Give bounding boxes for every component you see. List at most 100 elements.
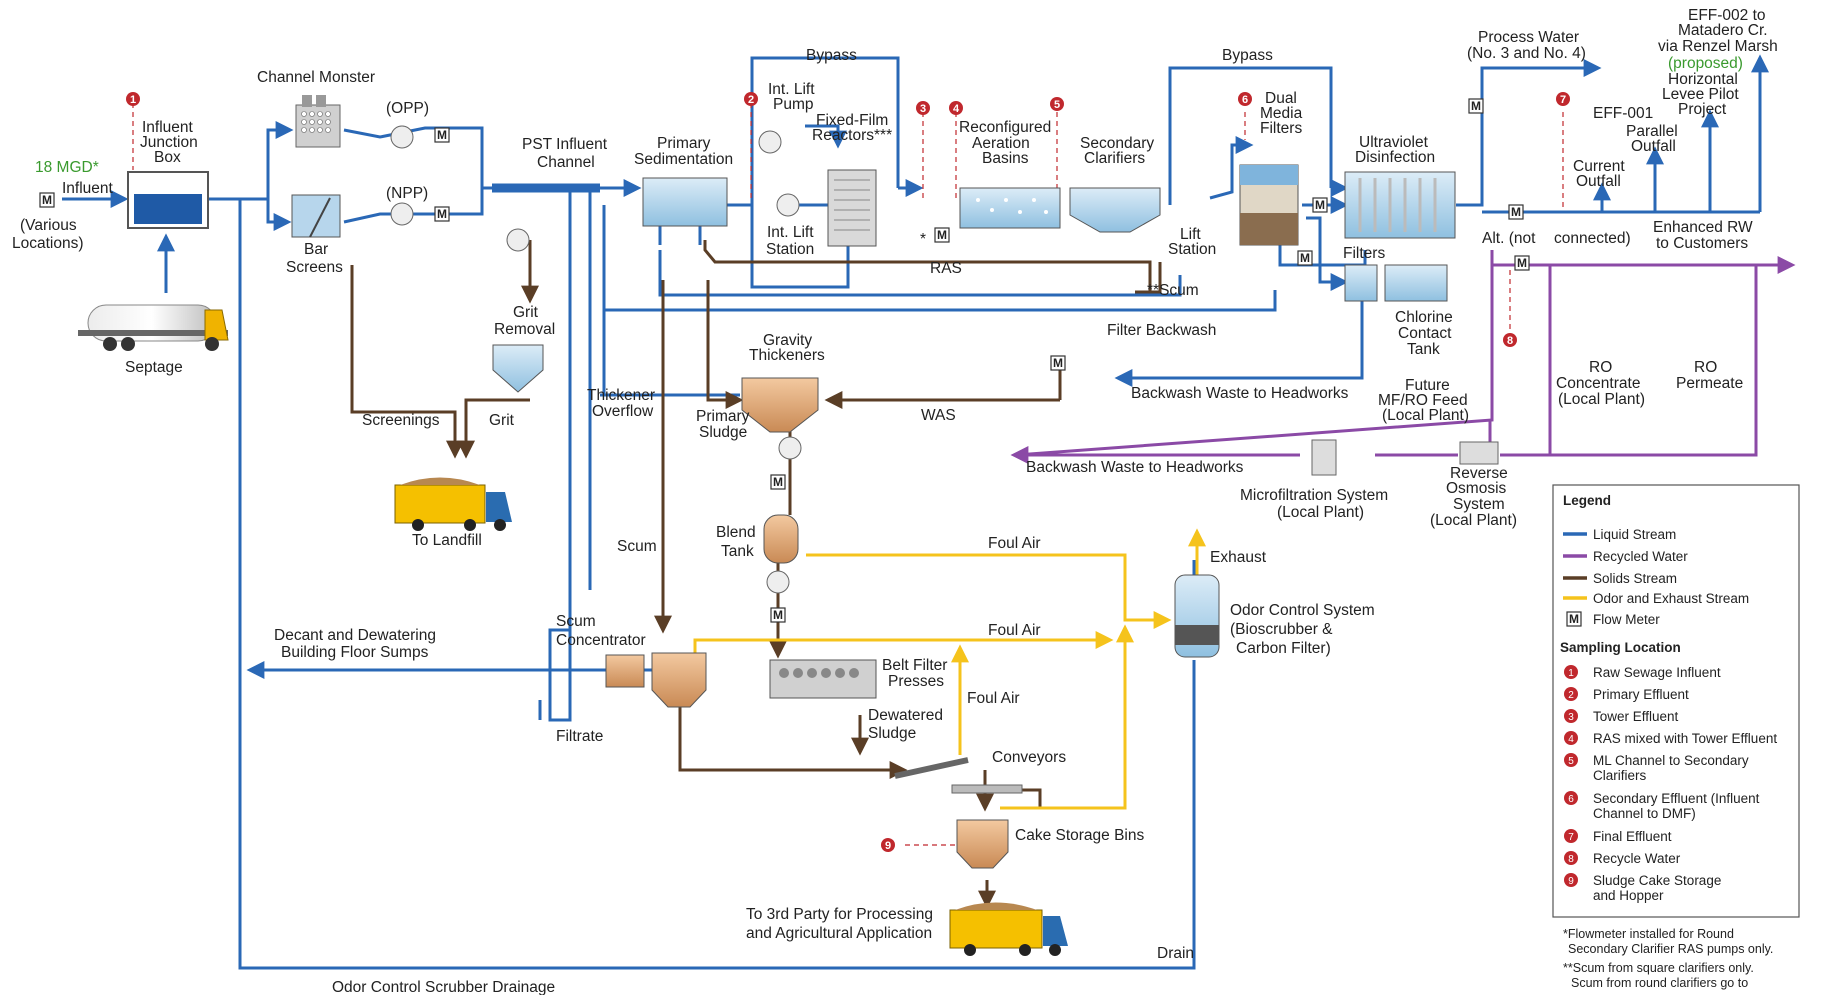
svg-text:Recycled Water: Recycled Water: [1593, 549, 1688, 564]
legend-odor: Odor and Exhaust Stream: [1563, 591, 1749, 606]
svg-text:To 3rd Party for Processing: To 3rd Party for Processing: [746, 906, 933, 923]
odor-control-unit: [1174, 574, 1220, 658]
svg-text:Decant and Dewatering: Decant and Dewatering: [274, 627, 436, 644]
svg-text:(Bioscrubber &: (Bioscrubber &: [1230, 621, 1333, 638]
svg-text:Blend: Blend: [716, 524, 756, 541]
svg-text:Aeration: Aeration: [972, 135, 1030, 152]
npp-pump: [390, 202, 414, 226]
svg-text:Removal: Removal: [494, 321, 555, 338]
svg-text:M: M: [773, 475, 783, 489]
solids-stream-lines: [350, 240, 1162, 909]
svg-text:Filters: Filters: [1260, 120, 1302, 137]
svg-text:5: 5: [1054, 99, 1060, 111]
svg-text:Station: Station: [1168, 241, 1216, 258]
svg-text:Grit: Grit: [513, 304, 539, 321]
svg-text:Thickener: Thickener: [587, 387, 655, 404]
svg-text:Fixed-Film: Fixed-Film: [816, 112, 888, 129]
svg-text:1: 1: [1568, 668, 1574, 679]
svg-text:Disinfection: Disinfection: [1355, 149, 1435, 166]
legend-recycled: Recycled Water: [1563, 549, 1688, 564]
svg-text:RAS: RAS: [930, 260, 962, 277]
svg-text:Media: Media: [1260, 105, 1303, 122]
svg-text:Sampling Location: Sampling Location: [1560, 640, 1681, 655]
svg-text:Chlorine: Chlorine: [1395, 309, 1453, 326]
flow-meter-icon: M: [770, 607, 786, 623]
svg-text:EFF-001: EFF-001: [1593, 105, 1653, 122]
svg-text:Exhaust: Exhaust: [1210, 549, 1267, 566]
svg-text:Odor and Exhaust Stream: Odor and Exhaust Stream: [1593, 591, 1749, 606]
footnotes: *Flowmeter installed for Round Secondary…: [1563, 927, 1773, 990]
conveyors: [894, 757, 1023, 794]
svg-text:3: 3: [920, 103, 926, 115]
flow-meter-icon: M: [1050, 355, 1066, 371]
svg-text:Thickeners: Thickeners: [749, 347, 825, 364]
svg-text:Clarifiers: Clarifiers: [1084, 150, 1145, 167]
svg-text:Horizontal: Horizontal: [1668, 71, 1738, 88]
svg-text:4: 4: [953, 103, 960, 115]
svg-text:Tank: Tank: [721, 543, 754, 560]
svg-text:**Scum from square clarifiers: **Scum from square clarifiers only.: [1563, 961, 1754, 975]
svg-text:(Local Plant): (Local Plant): [1277, 504, 1364, 521]
svg-text:(No. 3 and No. 4): (No. 3 and No. 4): [1467, 45, 1586, 62]
flow-meter-icon: M: [1297, 250, 1313, 266]
svg-text:Process Water: Process Water: [1478, 29, 1579, 46]
svg-text:**Scum: **Scum: [1147, 282, 1199, 299]
svg-text:1: 1: [130, 94, 136, 106]
flow-meter-icon: M: [434, 127, 450, 143]
svg-text:Current: Current: [1573, 158, 1625, 175]
svg-text:Microfiltration System: Microfiltration System: [1240, 487, 1388, 504]
svg-text:via Renzel Marsh: via Renzel Marsh: [1658, 38, 1778, 55]
uv-disinfection: [1344, 171, 1456, 239]
svg-text:Drain: Drain: [1157, 945, 1194, 962]
svg-text:8: 8: [1507, 335, 1513, 347]
legend-solids: Solids Stream: [1563, 571, 1677, 586]
svg-text:Grit: Grit: [489, 412, 515, 429]
svg-text:(proposed): (proposed): [1668, 55, 1743, 72]
flow-meter-icon: M: [1514, 255, 1530, 271]
cake-storage-bin: [956, 819, 1009, 869]
svg-text:Pump: Pump: [773, 96, 814, 113]
svg-text:PST Influent: PST Influent: [522, 136, 608, 153]
svg-text:M: M: [1053, 356, 1063, 370]
svg-text:Belt Filter: Belt Filter: [882, 657, 947, 674]
recycled-water-lines: [1010, 250, 1796, 464]
svg-text:Presses: Presses: [888, 673, 944, 690]
svg-text:Box: Box: [154, 149, 181, 166]
svg-text:M: M: [1315, 198, 1325, 212]
svg-text:*Flowmeter installed for Round: *Flowmeter installed for Round: [1563, 927, 1734, 941]
microfiltration-unit: [1311, 439, 1337, 476]
svg-text:Levee Pilot: Levee Pilot: [1662, 86, 1739, 103]
channel-monster: [295, 95, 341, 148]
flow-meter-icon: M: [934, 227, 950, 243]
svg-text:M: M: [1511, 205, 1521, 219]
svg-text:EFF-002 to: EFF-002 to: [1688, 7, 1766, 24]
svg-text:(NPP): (NPP): [386, 185, 428, 202]
flow-meter-icon: M: [434, 206, 450, 222]
svg-text:Permeate: Permeate: [1676, 375, 1743, 392]
svg-text:Foul Air: Foul Air: [988, 535, 1041, 552]
svg-text:M: M: [1517, 256, 1527, 270]
svg-text:RO: RO: [1589, 359, 1612, 376]
svg-text:Tank: Tank: [1407, 341, 1440, 358]
legend-flow-meter: M Flow Meter: [1566, 611, 1660, 627]
svg-text:Lift: Lift: [1180, 226, 1201, 243]
svg-text:Basins: Basins: [982, 150, 1029, 167]
sample-point-1: 1: [126, 92, 140, 106]
sampling-markers: 1 2 3 4 5 6 7 8 9: [126, 92, 1570, 852]
svg-text:Recycle Water: Recycle Water: [1593, 851, 1681, 866]
svg-text:(OPP): (OPP): [386, 100, 429, 117]
svg-text:Channel Monster: Channel Monster: [257, 69, 375, 86]
svg-text:Gravity: Gravity: [763, 332, 812, 349]
svg-text:Primary Effluent: Primary Effluent: [1593, 687, 1689, 702]
svg-text:Project: Project: [1678, 101, 1727, 118]
svg-text:connected): connected): [1554, 230, 1631, 247]
sample-point-6: 6: [1238, 92, 1252, 106]
svg-text:Secondary Clarifier RAS pumps: Secondary Clarifier RAS pumps only.: [1568, 942, 1773, 956]
svg-text:Channel to DMF): Channel to DMF): [1593, 806, 1696, 821]
svg-text:Secondary Effluent (Influent: Secondary Effluent (Influent: [1593, 791, 1760, 806]
svg-text:M: M: [773, 608, 783, 622]
svg-text:Filtrate: Filtrate: [556, 728, 603, 745]
